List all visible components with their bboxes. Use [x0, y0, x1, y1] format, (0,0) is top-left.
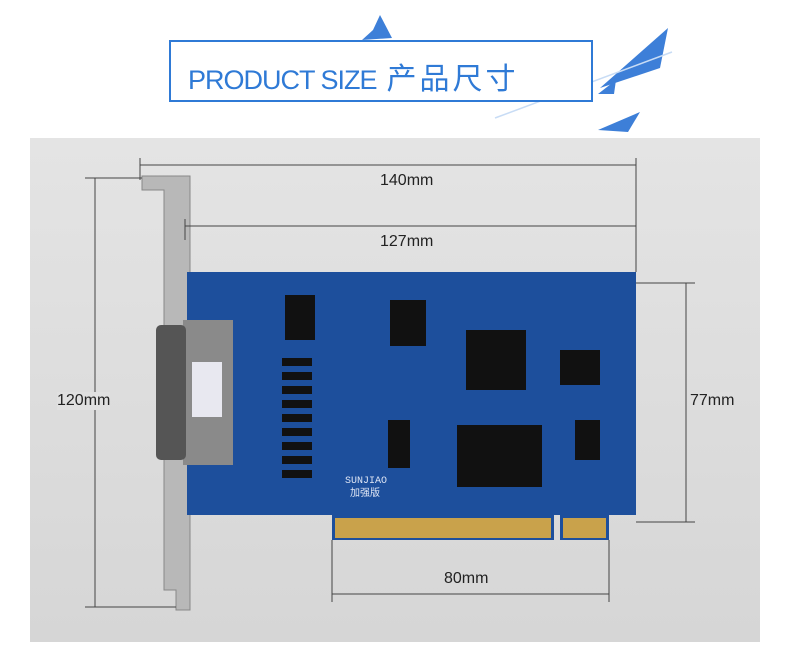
- dimension-label-120: 120mm: [57, 392, 111, 410]
- dimension-label-140: 140mm: [380, 172, 434, 189]
- bird-icon: [362, 15, 392, 40]
- decor-triangle: [598, 80, 616, 94]
- dimension-label-127: 127mm: [380, 233, 434, 250]
- silkscreen-brand: SUNJIAO: [345, 476, 387, 487]
- gold-fingers: [563, 518, 606, 538]
- title-box: [169, 40, 593, 102]
- dimension-lines: [85, 158, 695, 608]
- optocoupler-array: [282, 358, 312, 478]
- dimension-label-80: 80mm: [444, 570, 489, 587]
- page-title: PRODUCT SIZE 产品尺寸: [188, 54, 519, 98]
- title-cn: 产品尺寸: [386, 63, 519, 96]
- chip: [285, 295, 315, 340]
- title-en: PRODUCT SIZE: [188, 65, 378, 95]
- db9-shell: [156, 325, 186, 460]
- chip: [457, 425, 542, 487]
- label-sticker: [192, 362, 222, 417]
- gold-fingers: [335, 518, 551, 538]
- silkscreen-edition: 加强版: [350, 486, 380, 499]
- chip: [390, 300, 426, 346]
- chip: [466, 330, 526, 390]
- dimension-label-77: 77mm: [690, 392, 735, 410]
- chip: [560, 350, 600, 385]
- chip: [388, 420, 410, 468]
- chip: [575, 420, 600, 460]
- decor-triangle: [598, 112, 640, 132]
